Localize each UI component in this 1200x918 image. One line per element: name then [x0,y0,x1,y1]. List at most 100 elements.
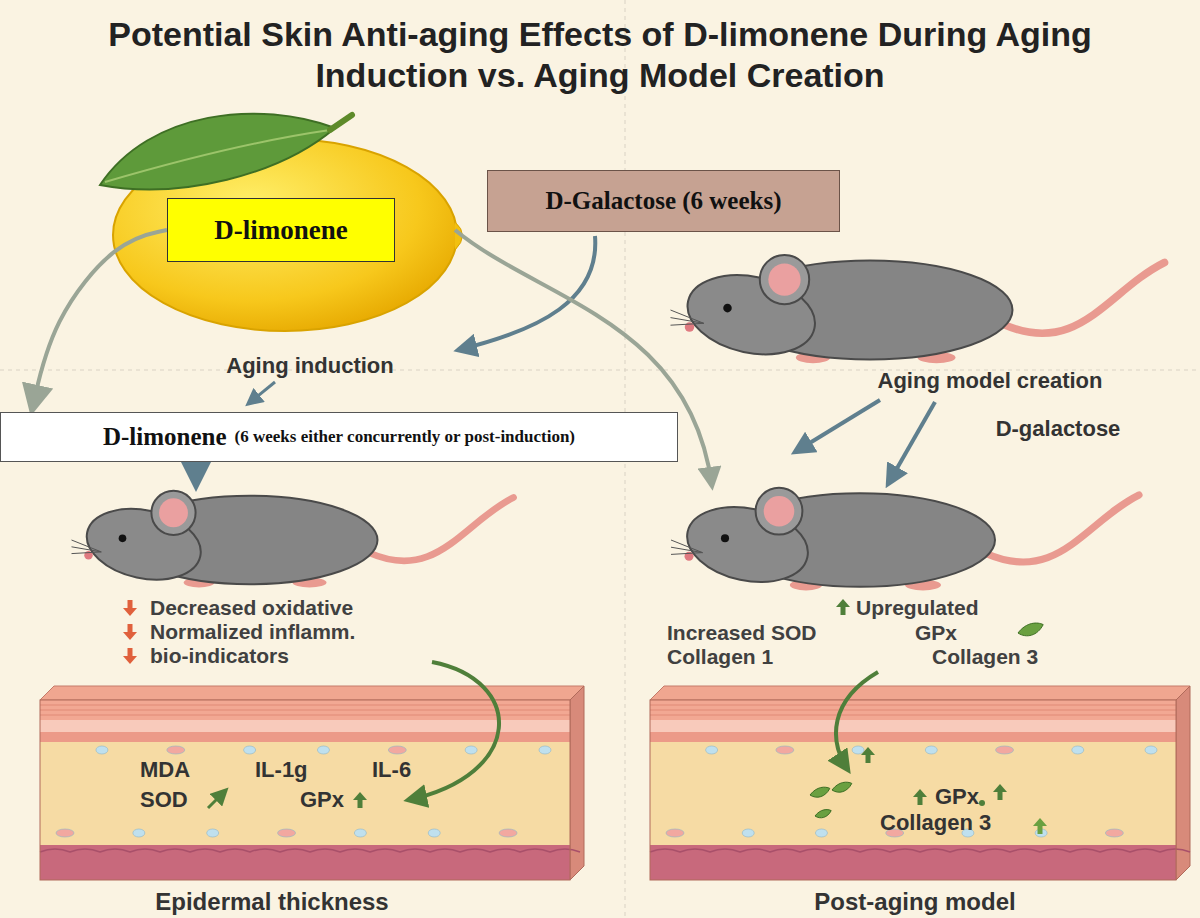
finding-text: Increased SOD [667,621,816,645]
mouse [72,491,514,590]
title: Potential Skin Anti-aging Effects of D-l… [60,14,1140,97]
skin-top-face [40,686,584,700]
mouse-ear [756,488,803,535]
skin-cell [354,829,366,837]
skin-outline [650,700,1176,880]
mouse-eye [721,534,729,542]
marker-label: MDA [140,757,190,783]
mouse-whisker [671,310,704,323]
caption-label: Epidermal thickness [155,888,388,916]
curved-arrow [836,672,878,770]
skin-cell [278,829,296,837]
mouse-eye [119,534,127,542]
mouse-whisker [72,547,102,552]
skin-layer [650,742,1176,845]
skin-top-face [650,686,1190,700]
skin-stripe [40,715,570,716]
up-arrow [993,784,1007,800]
up-arrow [861,747,875,763]
ingredient-box: D-limonene [167,198,395,262]
treatment-box: D-limonene(6 weeks either concurrently o… [0,412,678,462]
skin-stripe [40,710,570,711]
marker-label: Collagen 3 [880,810,991,836]
mouse-whisker [671,547,703,552]
skin-cell [815,829,827,837]
stem [330,115,352,130]
skin-cell [428,829,440,837]
leaf-icon [1018,623,1043,636]
finding-text: Upregulated [856,596,979,620]
mouse-ear-inner [768,263,800,295]
finding-text: GPx [915,621,957,645]
skin-cell [996,746,1014,754]
skin-cell [388,746,406,754]
mouse-whisker [671,540,703,553]
skin-cell [776,746,794,754]
mouse-whisker [72,552,102,554]
flow-arrow [458,236,595,350]
mouse-whisker [671,323,704,325]
skin-cell [317,746,329,754]
skin-cell [1145,746,1157,754]
leaf-icon [810,787,830,797]
mouse-ear-inner [764,496,795,527]
skin-cell [1072,746,1084,754]
skin-outline [40,700,570,880]
caption-label: Post-aging model [814,888,1015,916]
skin-cell [167,746,185,754]
mouse-tail [1003,263,1165,334]
skin-stripe [650,715,1176,716]
skin-block [650,686,1190,880]
leaf [100,114,335,190]
skin-cell [666,829,684,837]
skin-cell [244,746,256,754]
marker-label: GPx [935,784,979,810]
skin-cell [539,746,551,754]
skin-wave [650,849,1190,852]
skin-stripe [650,710,1176,711]
step-label: Aging model creation [878,368,1103,394]
mouse [671,488,1139,593]
skin-cell [207,829,219,837]
skin-cell [465,746,477,754]
skin-wave [40,849,580,852]
marker-label: GPx [300,787,344,813]
mouse-whisker [72,540,102,552]
flow-arrow [888,402,935,484]
skin-layer [40,700,570,720]
box-text: D-limonene [214,215,347,246]
skin-cell [852,746,864,754]
skin-block [40,686,584,880]
skin-cell [96,746,108,754]
curved-arrow [408,662,499,800]
leaf-icon [815,810,831,818]
up-arrow [208,790,226,808]
skin-layer [650,720,1176,732]
box-text: D-limonene [103,423,227,451]
up-arrow [913,789,927,805]
marker-label: IL-1g [255,757,308,783]
skin-cell [133,829,145,837]
flow-arrow [194,466,199,486]
mouse-ear [151,491,195,535]
skin-layer [40,732,570,742]
marker-label: SOD [140,787,188,813]
down-arrow [123,624,137,640]
mouse-tail [986,495,1139,562]
finding-text: Normalized inflamm. [150,620,355,644]
connector-arrow [32,230,167,410]
flow-arrow [248,382,275,404]
skin-layer [40,742,570,845]
up-arrow [1033,818,1047,834]
finding-text: Decreased oxidative [150,596,353,620]
skin-cell [706,746,718,754]
skin-cell [1105,829,1123,837]
down-arrow [123,600,137,616]
step-label: Aging induction [226,353,393,379]
up-arrow [353,792,367,808]
skin-stripe [650,705,1176,706]
treatment-box: D-Galactose (6 weeks) [487,170,840,232]
mouse-tail [369,498,514,561]
skin-layer [40,720,570,732]
